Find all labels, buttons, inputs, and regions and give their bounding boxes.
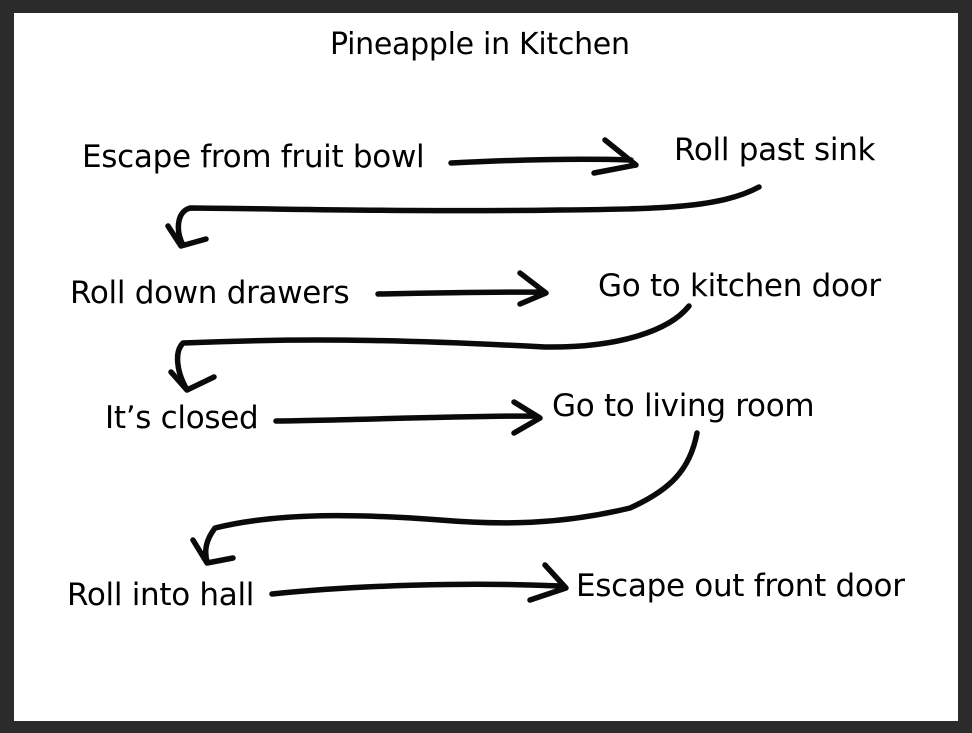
- step-roll-down-drawers: Roll down drawers: [70, 275, 350, 311]
- arrow-right-1: [448, 137, 639, 176]
- arrow-return-1: [165, 184, 762, 249]
- step-roll-into-hall: Roll into hall: [67, 577, 255, 613]
- step-escape-fruit-bowl: Escape from fruit bowl: [82, 139, 425, 175]
- step-escape-out-front-door: Escape out front door: [576, 568, 905, 604]
- step-go-to-living-room: Go to living room: [552, 388, 815, 424]
- arrow-right-3: [273, 399, 543, 436]
- diagram-canvas: [14, 13, 958, 721]
- step-roll-past-sink: Roll past sink: [674, 132, 876, 168]
- arrow-right-2: [375, 270, 549, 307]
- step-go-to-kitchen-door: Go to kitchen door: [598, 268, 881, 304]
- arrow-return-3: [190, 430, 700, 566]
- arrow-right-4: [269, 562, 569, 603]
- step-its-closed: It’s closed: [105, 400, 259, 436]
- diagram-title: Pineapple in Kitchen: [330, 27, 630, 62]
- arrow-return-2: [168, 303, 692, 393]
